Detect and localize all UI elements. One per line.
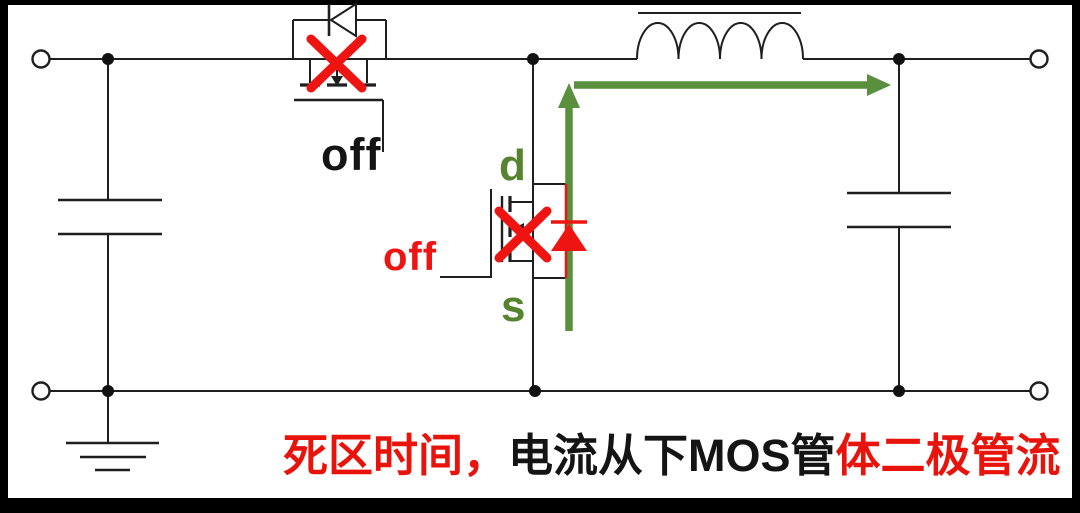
output-terminal-bottom bbox=[1029, 381, 1049, 401]
input-capacitor-icon bbox=[58, 59, 162, 391]
body-diode-loop-wires bbox=[533, 183, 566, 279]
wires bbox=[49, 2, 1031, 472]
high-side-body-diode-icon bbox=[292, 2, 387, 59]
off-cross-marks bbox=[306, 34, 552, 263]
right-arrowhead-icon bbox=[867, 74, 891, 96]
caption-segment-red-1: 死区时间， bbox=[283, 430, 509, 481]
junction-dots bbox=[102, 53, 905, 397]
high-side-x-icon bbox=[306, 34, 367, 93]
input-terminal-bottom bbox=[31, 381, 51, 401]
drain-label: d bbox=[499, 141, 526, 190]
ground-icon bbox=[66, 391, 159, 472]
input-terminal-top bbox=[31, 49, 51, 69]
up-arrowhead-icon bbox=[558, 83, 580, 108]
low-side-state-label: off bbox=[383, 235, 438, 279]
caption-segment-black: 电流从下MOS管 bbox=[508, 430, 836, 481]
current-path-arrow bbox=[558, 74, 891, 331]
inductor-icon bbox=[636, 12, 804, 60]
low-side-x-icon bbox=[494, 206, 552, 263]
caption: 死区时间，电流从下MOS管体二极管流 bbox=[283, 433, 1061, 478]
source-label: s bbox=[501, 282, 526, 331]
low-side-body-diode-red-icon bbox=[551, 184, 587, 278]
output-terminal-top bbox=[1029, 49, 1049, 69]
output-capacitor-icon bbox=[847, 59, 951, 391]
port-terminals bbox=[31, 49, 1049, 401]
high-side-state-label: off bbox=[321, 129, 382, 180]
caption-segment-red-2: 体二极管流 bbox=[835, 430, 1061, 481]
